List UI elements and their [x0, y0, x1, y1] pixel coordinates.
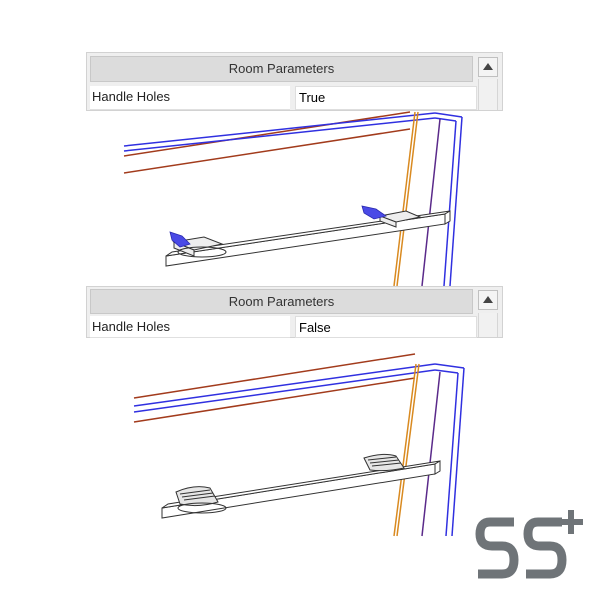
panel-header[interactable]: Room Parameters	[90, 289, 473, 314]
property-row: Handle Holes True	[90, 86, 477, 110]
scrollbar-track[interactable]	[478, 313, 498, 337]
handle-hole-highlight-left	[169, 231, 191, 248]
wall-outline-red	[123, 111, 411, 174]
scrollbar-track[interactable]	[478, 79, 498, 110]
property-row: Handle Holes False	[90, 316, 477, 338]
handle-right-mount	[378, 210, 422, 228]
panel-header[interactable]: Room Parameters	[90, 56, 473, 82]
triangle-up-icon	[483, 296, 493, 303]
wall-outline-blue	[133, 363, 465, 537]
scroll-up-button[interactable]	[478, 57, 498, 77]
room-parameters-panel: Room Parameters Handle Holes False	[86, 286, 503, 338]
handle-right-mount	[363, 453, 405, 472]
wall-outline-blue	[123, 112, 463, 286]
ss-plus-logo	[475, 510, 583, 579]
handle-hole-highlight-right	[361, 205, 387, 220]
triangle-up-icon	[483, 63, 493, 70]
post-lines	[393, 111, 441, 286]
3d-view-handle-holes-true	[123, 111, 463, 286]
3d-view-handle-holes-false	[133, 353, 465, 537]
scroll-up-button[interactable]	[478, 290, 498, 310]
wall-outline-red	[133, 353, 416, 423]
handle-bar	[161, 460, 441, 519]
property-name: Handle Holes	[90, 316, 290, 338]
property-name: Handle Holes	[90, 86, 290, 110]
property-value-dropdown[interactable]: False	[295, 316, 477, 338]
property-value-dropdown[interactable]: True	[295, 86, 477, 110]
handle-bar	[165, 210, 451, 267]
post-lines	[393, 363, 441, 537]
handle-left-mount	[175, 486, 227, 514]
room-parameters-panel: Room Parameters Handle Holes True	[86, 52, 503, 111]
